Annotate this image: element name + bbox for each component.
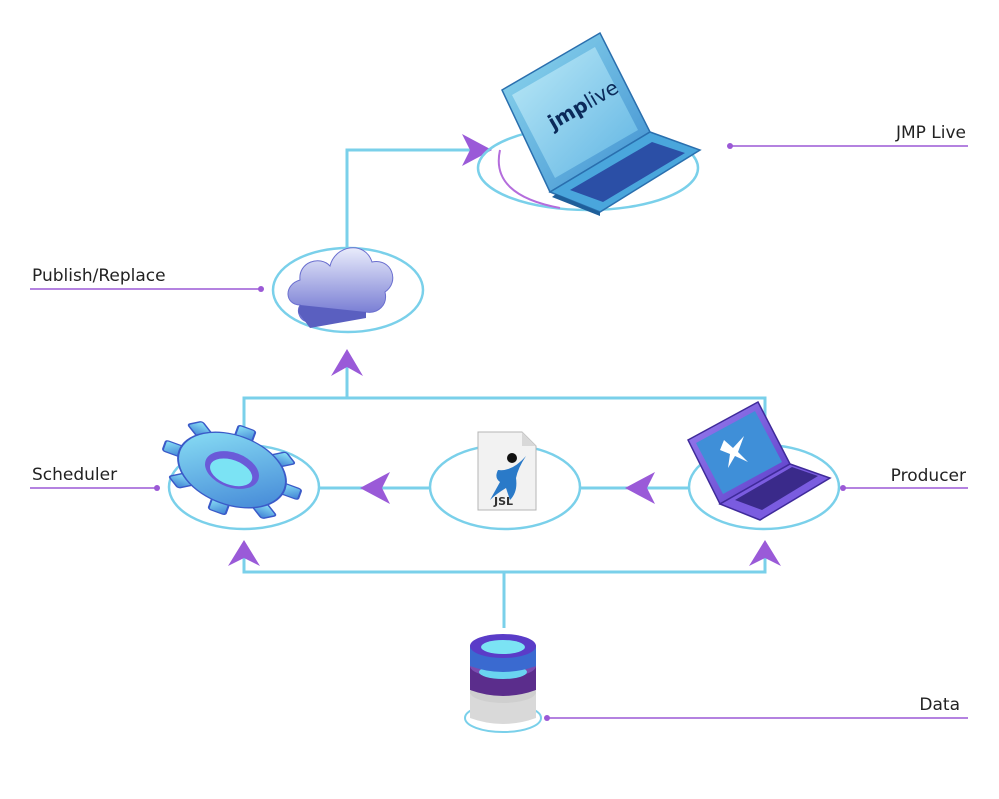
laptop-icon: jmplive	[501, 31, 702, 216]
arrow-right-jmplive	[462, 134, 492, 166]
arrow-up-scheduler	[228, 540, 260, 566]
arrow-up-producer	[749, 540, 781, 566]
connector-cloud-to-jmplive	[345, 148, 470, 255]
connector-bottom-bar	[242, 545, 767, 574]
database-icon	[464, 634, 542, 733]
laptop-icon	[687, 400, 832, 521]
jsl-file-icon: JSL	[477, 431, 537, 511]
arrow-left-jsl	[625, 472, 655, 504]
connector-lines	[242, 148, 767, 628]
ring-jmplive-accent	[497, 149, 561, 209]
svg-text:JSL: JSL	[493, 495, 513, 508]
leader-lines	[30, 145, 968, 719]
arrow-up-cloud	[331, 349, 363, 376]
gear-icon	[162, 421, 302, 519]
label-data: Data	[919, 695, 960, 715]
arrow-left-scheduler	[360, 472, 390, 504]
leader-dots	[154, 143, 846, 721]
arrow-heads	[228, 134, 781, 566]
label-publish-replace: Publish/Replace	[32, 266, 166, 286]
label-jmp-live: JMP Live	[895, 123, 966, 143]
label-producer: Producer	[891, 466, 966, 486]
label-scheduler: Scheduler	[32, 465, 117, 485]
cloud-icon	[287, 247, 394, 328]
